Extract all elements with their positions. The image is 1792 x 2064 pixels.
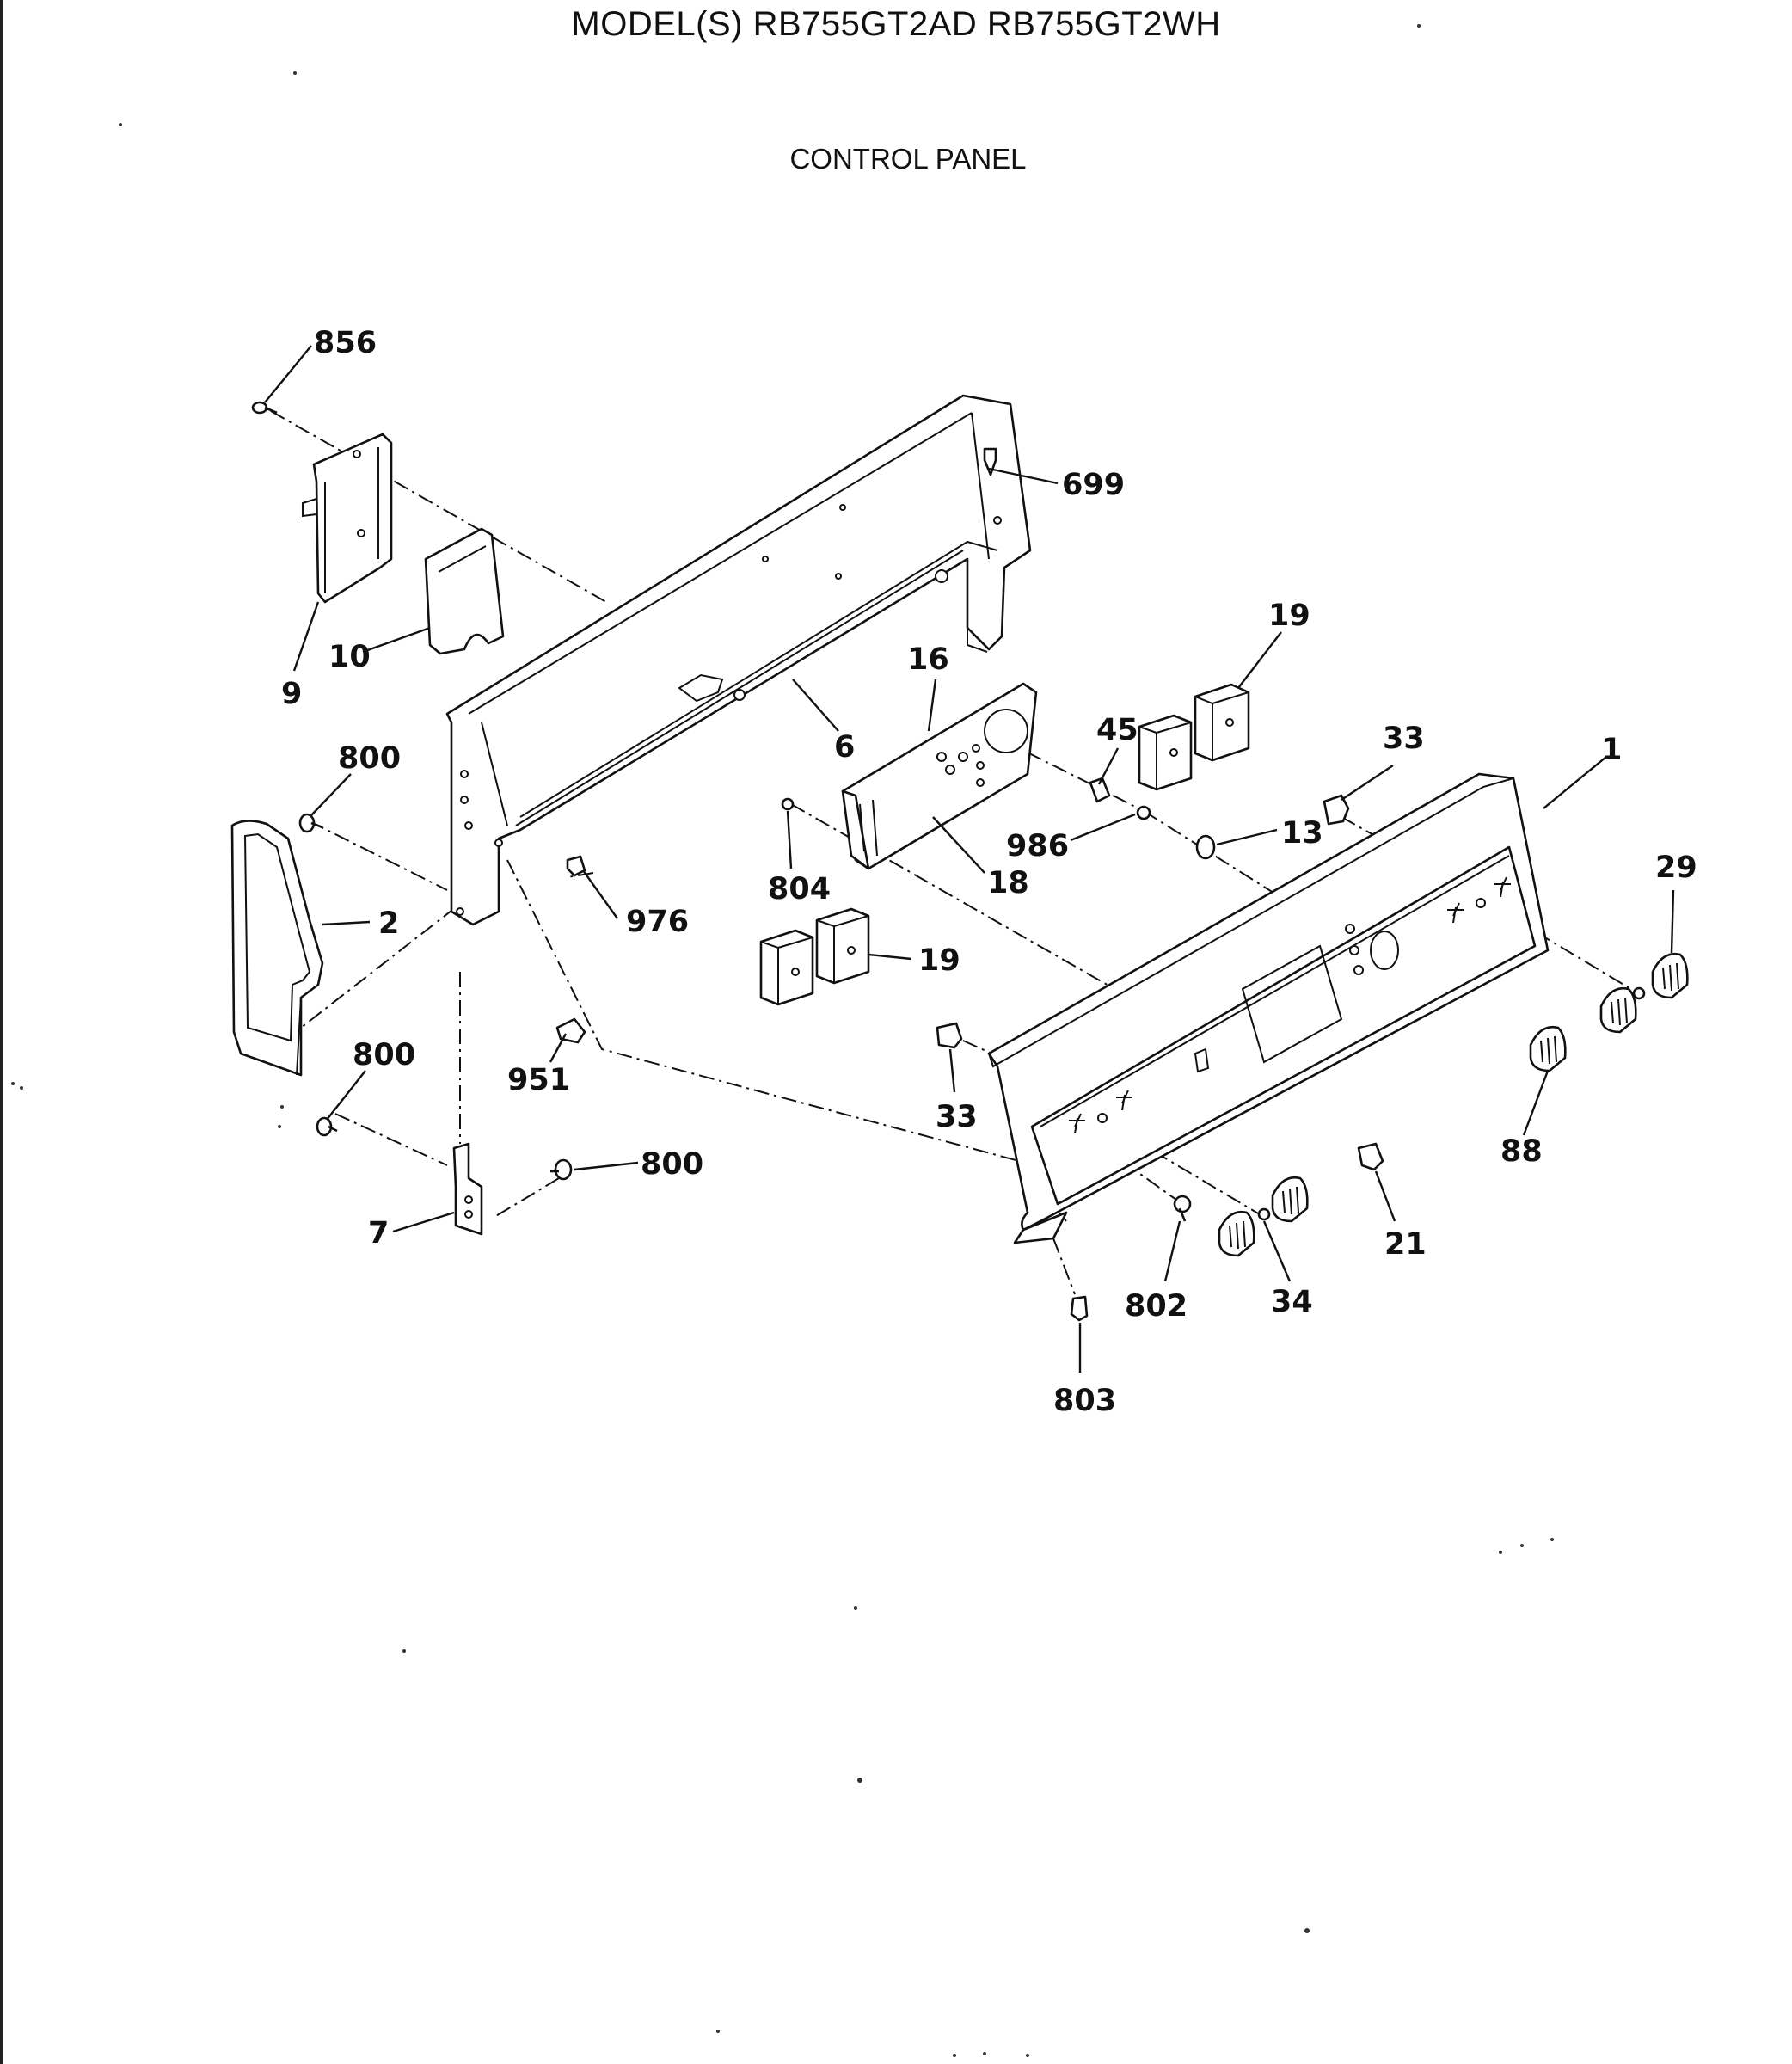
label-21: 21 — [1384, 1227, 1427, 1262]
part-800a-screw — [298, 813, 323, 833]
label-802: 802 — [1125, 1289, 1188, 1324]
part-10-bracket — [424, 527, 505, 655]
label-16: 16 — [907, 642, 949, 677]
leader-lines — [264, 345, 1675, 1373]
label-2: 2 — [378, 906, 399, 941]
label-856: 856 — [314, 326, 377, 360]
part-800c-screw — [550, 1158, 573, 1181]
part-6-backguard-frame — [445, 394, 1032, 926]
label-1: 1 — [1601, 733, 1622, 767]
label-951: 951 — [507, 1063, 570, 1097]
label-803: 803 — [1053, 1384, 1116, 1418]
part-986-nut — [1136, 805, 1151, 820]
part-856-screw — [251, 401, 278, 415]
label-7: 7 — [368, 1216, 389, 1250]
part-804-screw — [781, 797, 795, 811]
part-2-end-cap — [230, 820, 324, 1077]
label-18: 18 — [987, 866, 1029, 900]
part-802-screw — [1173, 1195, 1192, 1222]
label-800b: 800 — [353, 1038, 415, 1072]
part-951-clip — [555, 1017, 586, 1044]
part-7-bracket — [452, 1142, 483, 1236]
part-19a-switches — [1138, 683, 1250, 791]
label-6: 6 — [834, 730, 855, 765]
label-10: 10 — [328, 640, 371, 674]
part-1-control-panel — [987, 772, 1550, 1244]
part-9-bracket — [302, 433, 393, 604]
part-33b-switch — [936, 1022, 963, 1049]
page-edge-line — [0, 0, 3, 2064]
part-34-knobs — [1218, 1176, 1309, 1257]
label-699: 699 — [1062, 468, 1125, 502]
part-number-labels: 856 699 9 10 6 16 19 45 33 1 800 2 976 8… — [281, 326, 1697, 1418]
part-45-clip — [1089, 777, 1111, 803]
label-88: 88 — [1500, 1134, 1543, 1169]
label-19a: 19 — [1268, 599, 1310, 633]
label-13: 13 — [1281, 816, 1323, 851]
part-16-18-control-board — [841, 682, 1038, 870]
part-88-knob — [1529, 1025, 1567, 1072]
part-800b-screw — [316, 1116, 338, 1137]
part-976-clip — [566, 855, 586, 877]
label-45: 45 — [1096, 713, 1138, 747]
part-21-clip — [1357, 1142, 1384, 1171]
part-33a-switch — [1323, 794, 1350, 826]
label-804: 804 — [768, 872, 831, 906]
part-699-screw — [983, 447, 997, 476]
label-800a: 800 — [338, 741, 401, 776]
label-9: 9 — [281, 677, 302, 711]
part-13-washer — [1195, 834, 1216, 860]
scan-specks — [11, 24, 1554, 2057]
part-19b-switches — [759, 907, 870, 1006]
section-title: CONTROL PANEL — [789, 143, 1027, 175]
label-33b: 33 — [936, 1100, 978, 1134]
model-title: MODEL(S) RB755GT2AD RB755GT2WH — [571, 5, 1221, 43]
label-800c: 800 — [641, 1147, 703, 1182]
label-33a: 33 — [1383, 722, 1425, 756]
label-976: 976 — [626, 905, 689, 939]
label-29: 29 — [1655, 851, 1697, 885]
label-34: 34 — [1271, 1285, 1313, 1319]
label-986: 986 — [1006, 829, 1069, 863]
part-29-knobs — [1599, 952, 1689, 1034]
label-19b: 19 — [918, 943, 960, 978]
part-803-screw — [1070, 1295, 1089, 1322]
